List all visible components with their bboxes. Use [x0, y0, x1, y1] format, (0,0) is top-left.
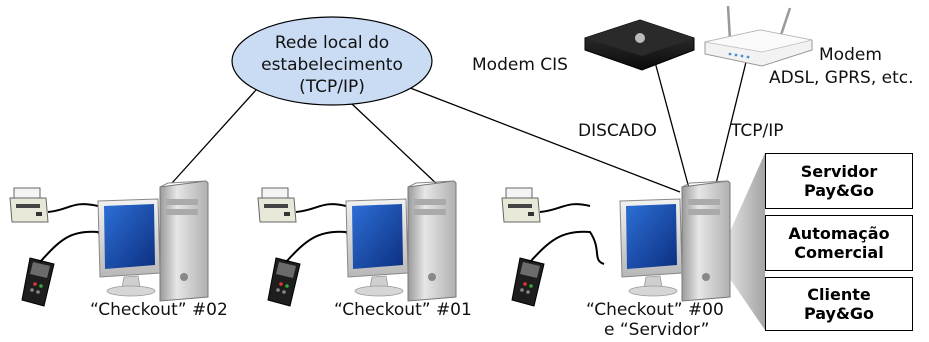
servidor-paygo-line-1: Servidor — [800, 162, 878, 181]
printer-icon-02 — [9, 187, 49, 223]
checkout-01-group — [257, 180, 457, 307]
checkout-02-group — [9, 180, 209, 307]
link-modem-cis — [654, 61, 691, 193]
checkout-01-label: “Checkout” #01 — [334, 300, 472, 320]
discado-label: DISCADO — [578, 121, 657, 141]
modem-adsl-label-1: Modem — [819, 45, 882, 65]
automacao-line-1: Automação — [788, 224, 890, 243]
cliente-paygo-box: Cliente Pay&Go — [765, 277, 913, 331]
checkout-00-label-2: e “Servidor” — [604, 320, 710, 340]
cloud-line-3: (TCP/IP) — [299, 77, 365, 97]
printer-icon-00 — [501, 187, 541, 223]
checkout-02-label: “Checkout” #02 — [90, 300, 228, 320]
modem-cis-label: Modem CIS — [472, 55, 568, 75]
servidor-paygo-line-2: Pay&Go — [803, 181, 875, 200]
computer-icon-00 — [619, 180, 731, 302]
link-modem-adsl — [713, 57, 748, 193]
checkout-00-label-1: “Checkout” #00 — [586, 300, 724, 320]
link-cloud-server — [404, 85, 681, 193]
computer-icon-02 — [97, 180, 209, 302]
computer-icon-01 — [345, 180, 457, 302]
lan-cloud-label: Rede local do estabelecimento (TCP/IP) — [232, 32, 432, 98]
automacao-line-2: Comercial — [794, 243, 884, 262]
modem-adsl-icon — [704, 5, 813, 67]
pinpad-icon-01 — [267, 257, 301, 307]
cloud-line-1: Rede local do — [274, 33, 390, 53]
network-links — [171, 57, 748, 193]
servidor-paygo-box: Servidor Pay&Go — [765, 153, 913, 209]
pinpad-icon-00 — [511, 257, 545, 307]
modem-adsl-label-2: ADSL, GPRS, etc. — [769, 68, 914, 88]
lan-cloud — [231, 16, 433, 106]
automacao-comercial-box: Automação Comercial — [765, 215, 913, 271]
cliente-paygo-line-2: Pay&Go — [803, 304, 875, 323]
tcpip-label: TCP/IP — [731, 121, 784, 141]
checkout-00-group — [501, 180, 731, 307]
server-panel-beam — [728, 153, 765, 330]
modem-cis-icon — [584, 19, 695, 71]
link-cloud-checkout02 — [171, 89, 257, 184]
cliente-paygo-line-1: Cliente — [807, 285, 871, 304]
link-cloud-checkout01 — [351, 103, 441, 188]
printer-icon-01 — [257, 187, 297, 223]
pinpad-icon-02 — [21, 257, 55, 307]
cloud-line-2: estabelecimento — [261, 55, 403, 75]
